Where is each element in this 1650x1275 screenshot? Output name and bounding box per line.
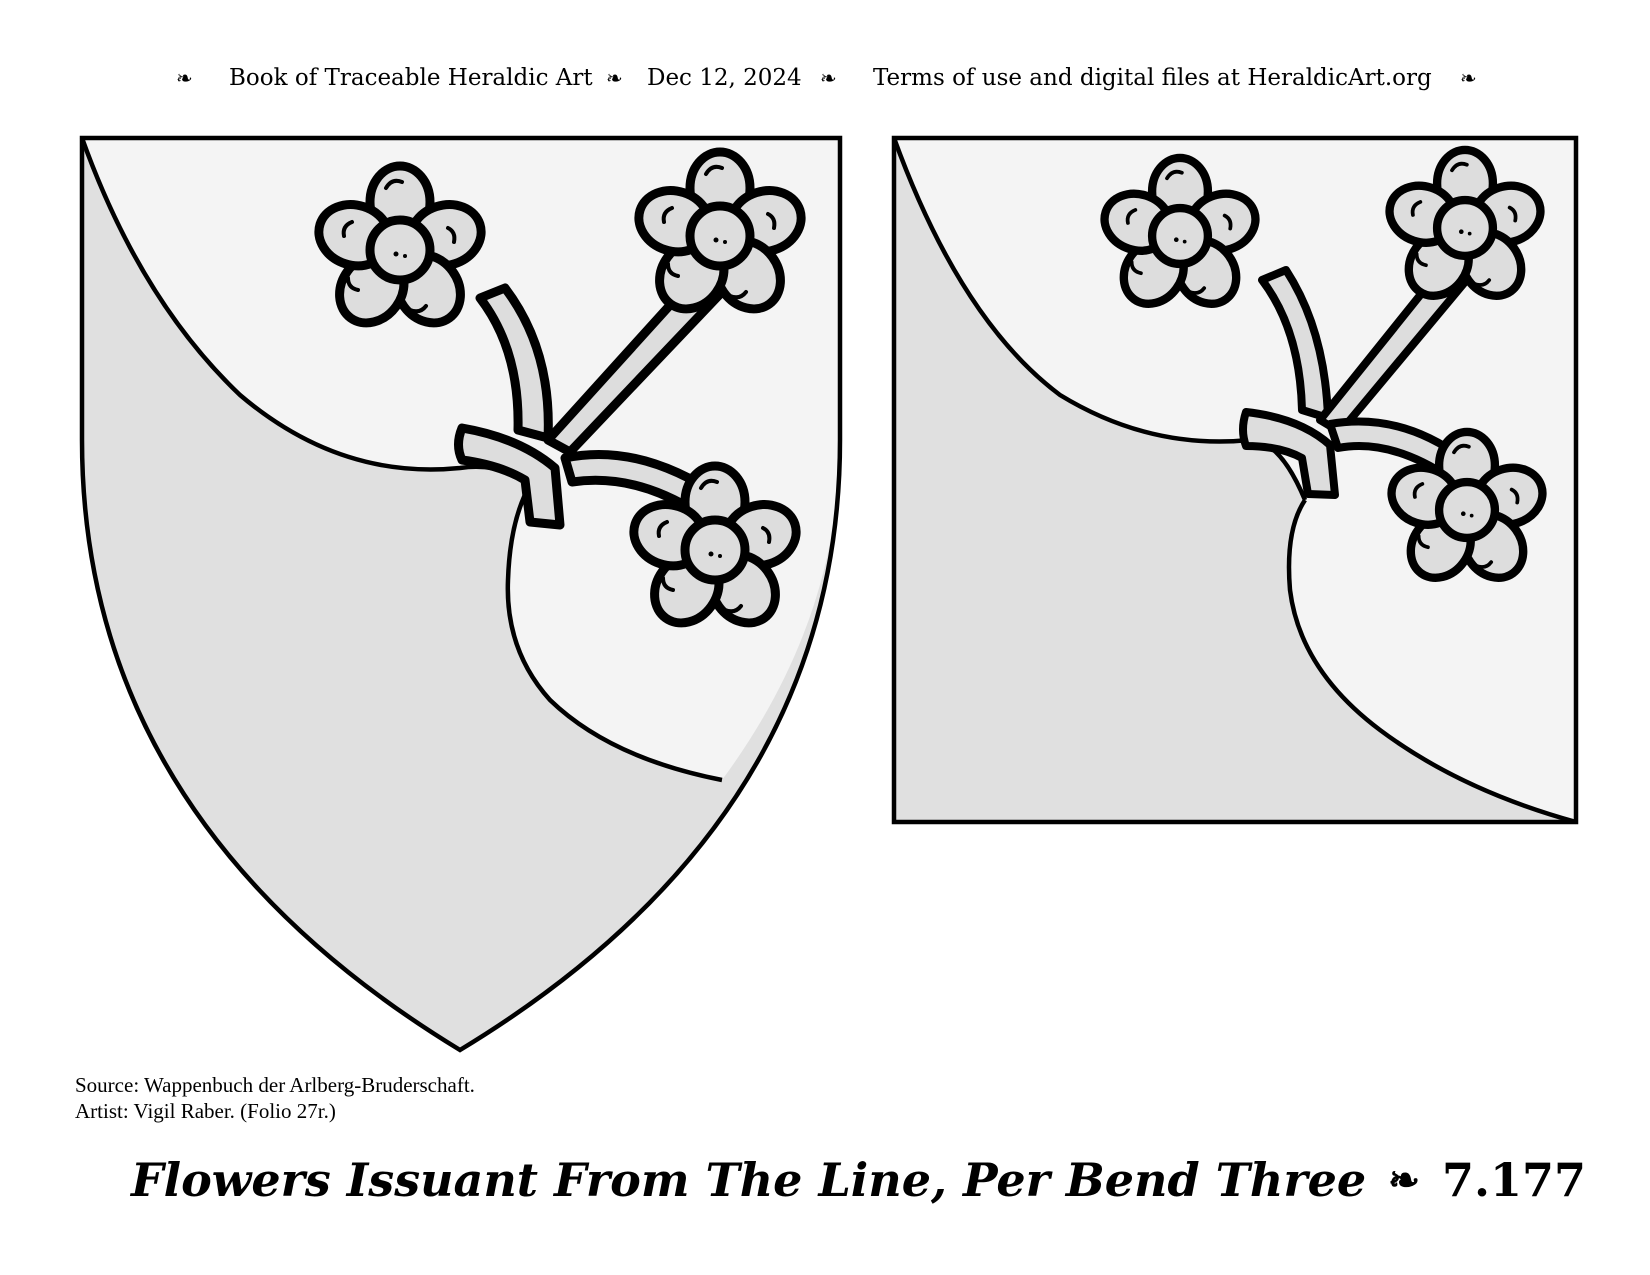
source-citation: Source: Wappenbuch der Arlberg-Brudersch… (75, 1072, 475, 1124)
plate-title-text: Flowers Issuant From The Line, Per Bend … (130, 1153, 1367, 1207)
square-field (891, 135, 1579, 825)
book-title: Book of Traceable Heraldic Art (229, 65, 593, 91)
fleuron-ornament: ❧ (1460, 66, 1477, 90)
fleuron-ornament: ❧ (1388, 1157, 1420, 1202)
artist-line: Artist: Vigil Raber. (Folio 27r.) (75, 1099, 336, 1123)
plate-number: 7.177 (1441, 1153, 1586, 1207)
source-line: Source: Wappenbuch der Arlberg-Brudersch… (75, 1073, 475, 1097)
fleuron-ornament: ❧ (820, 66, 837, 90)
shield-escutcheon (79, 135, 843, 1053)
plate-title: Flowers Issuant From The Line, Per Bend … (131, 1148, 1586, 1212)
terms-of-use: Terms of use and digital files at Herald… (873, 65, 1432, 91)
fleuron-ornament: ❧ (606, 66, 623, 90)
header-date: Dec 12, 2024 (647, 65, 802, 91)
header: ❧ Book of Traceable Heraldic Art ❧ Dec 1… (0, 58, 1650, 98)
fleuron-ornament: ❧ (176, 66, 193, 90)
